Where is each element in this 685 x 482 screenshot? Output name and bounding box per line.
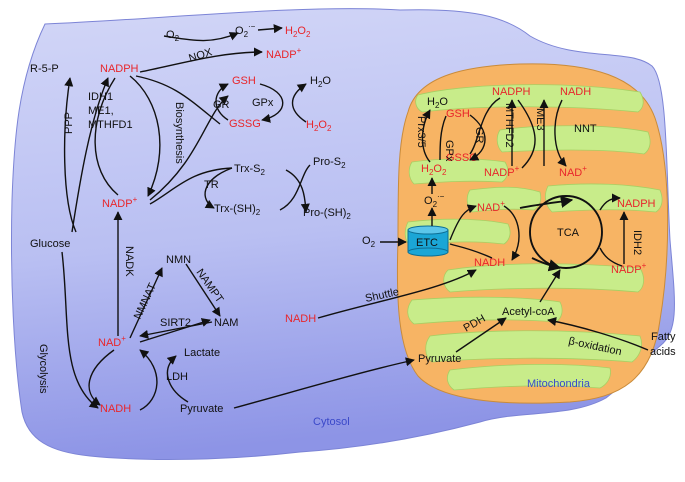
acetyl-coa-label: Acetyl-coA [502,306,555,318]
nadh-cytosol-label: NADH [100,403,131,415]
nadph-mito-right-label: NADPH [617,198,656,210]
h2o2-cytosol-label: H2O2 [306,119,332,133]
h2o2-mito-label: H2O2 [421,163,447,177]
fatty-label: Fatty [651,331,676,343]
nadph-cytosol-label: NADPH [100,63,139,75]
nadp-plus-cytosol-label: NADP+ [102,195,138,210]
tca-label: TCA [557,227,580,239]
h2o-cytosol-label: H2O [310,75,331,89]
h2o2-cytosol-top-label: H2O2 [285,25,311,39]
cytosol-compartment-label: Cytosol [313,416,350,428]
mthfd1-label: MTHFD1 [88,119,133,131]
gpx-cytosol-label: GPx [252,97,274,109]
nam-label: NAM [214,317,238,329]
pyruvate-cytosol-label: Pyruvate [180,403,223,415]
r5p-label: R-5-P [30,63,59,75]
pro-sh2-label: Pro-(SH)2 [303,207,351,221]
trx-sh2-label: Trx-(SH)2 [214,203,261,217]
etc-label: ETC [416,237,438,249]
biosynthesis-label: Biosynthesis [173,102,185,164]
nad-plus-mito-label: NAD+ [477,199,505,214]
nmn-label: NMN [166,254,191,266]
gpx-mito-label: GPx [443,140,455,162]
nadp-plus-top-label: NADP+ [266,46,302,61]
nadp-plus-mito-label: NADP+ [484,164,520,179]
h2o-mito-label: H2O [427,96,448,110]
superoxide-cytosol-label: O2·− [235,22,256,39]
gsh-mito-label: GSH [446,108,470,120]
nadh-mito-top-label: NADH [560,86,591,98]
nad-plus-cytosol-label: NAD+ [98,334,126,349]
cristae [404,84,663,391]
nadk-label: NADK [123,246,135,277]
pro-s2-label: Pro-S2 [313,156,346,170]
lactate-label: Lactate [184,347,220,359]
me3-label: ME3 [534,108,546,131]
nadp-plus-mito-right-label: NADP+ [611,261,647,276]
gsh-cytosol-label: GSH [232,75,256,87]
superoxide-mito-label: O2·− [424,192,445,209]
etc-complex [407,225,449,257]
sirt2-label: SIRT2 [160,317,191,329]
ldh-label: LDH [166,371,188,383]
nadh-mito-label: NADH [474,257,505,269]
glycolysis-label: Glycolysis [37,344,49,394]
acids-label: acids [650,346,676,358]
reaction-arrows [61,24,649,411]
gssg-cytosol-label: GSSG [229,118,261,130]
nnt-label: NNT [574,123,597,135]
tr-label: TR [204,179,219,191]
nad-plus-mito-top-label: NAD+ [559,164,587,179]
glucose-label: Glucose [30,238,70,250]
o2-mito-label: O2 [362,235,376,249]
pyruvate-mito-label: Pyruvate [418,353,461,365]
me1-label: ME1, [88,105,114,117]
mitochondria-compartment-label: Mitochondria [527,378,591,390]
nadph-mito-top-label: NADPH [492,86,531,98]
trx-s2-label: Trx-S2 [234,163,265,177]
idh2-label: IDH2 [631,230,643,255]
nadh-shuttle-label: NADH [285,313,316,325]
mthfd2-label: MTHFD2 [503,103,515,148]
